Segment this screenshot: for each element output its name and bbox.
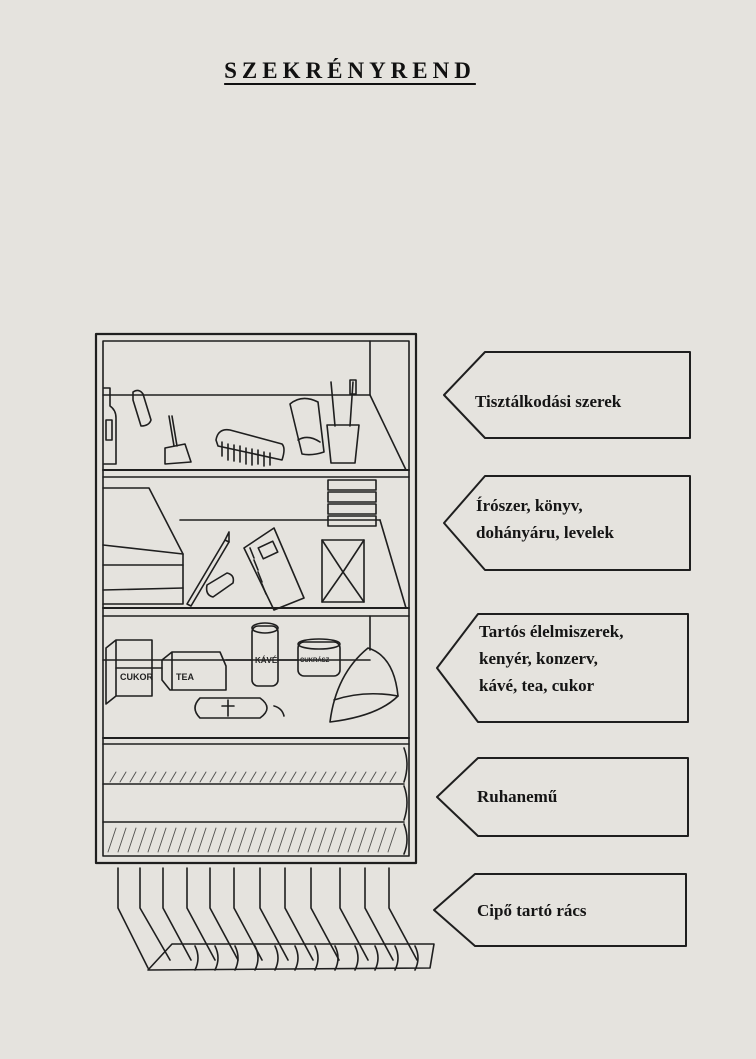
- arrow-shoes: [433, 873, 687, 947]
- label-writing: Írószer, könyv, dohányáru, levelek: [476, 496, 614, 542]
- label-clothes: Ruhanemű: [477, 787, 558, 806]
- folded-linen-icon: [102, 487, 184, 605]
- tin-label: CUKRÁSZ: [300, 657, 330, 664]
- arrow-writing: [443, 475, 691, 571]
- tea-label: TEA: [176, 672, 195, 682]
- coffee-label: KÁVÉ: [255, 656, 278, 665]
- label-toiletries: Tisztálkodási szerek: [475, 392, 622, 411]
- comb-icon: [215, 428, 285, 467]
- dustpan-icon: [164, 415, 192, 465]
- envelope-icon: [321, 539, 365, 603]
- bottle-icon: [103, 387, 117, 465]
- pencil-icon: [186, 531, 230, 607]
- book-icon: [243, 527, 305, 611]
- label-food: Tartós élelmiszerek, kenyér, konzerv, ká…: [479, 622, 624, 695]
- sugar-label: CUKOR: [120, 672, 153, 682]
- arrow-toiletries: [443, 351, 691, 439]
- label-shoes: Cipő tartó rács: [477, 901, 587, 920]
- toothbrush-cup-icon: [326, 379, 360, 464]
- arrow-food: [436, 613, 689, 723]
- folded-clothes-icon: [102, 747, 408, 855]
- page-title: SZEKRÉNYREND: [224, 58, 476, 83]
- shoe-rack-icon: [117, 867, 435, 971]
- bread-icon: [329, 647, 399, 723]
- arrow-clothes: [436, 757, 689, 837]
- towel-icon: [289, 397, 325, 456]
- tin-can-icon: [297, 638, 341, 677]
- coffee-can-icon: [251, 622, 279, 687]
- lighter-icon: [205, 572, 235, 598]
- cabinet-frame: [94, 332, 418, 865]
- arrow-labels: [433, 351, 691, 947]
- soap-icon: [132, 389, 152, 427]
- tea-box-icon: [161, 651, 227, 691]
- stacked-books-icon: [327, 479, 377, 527]
- sausage-icon: [194, 697, 285, 719]
- shelf-lines: [102, 394, 410, 745]
